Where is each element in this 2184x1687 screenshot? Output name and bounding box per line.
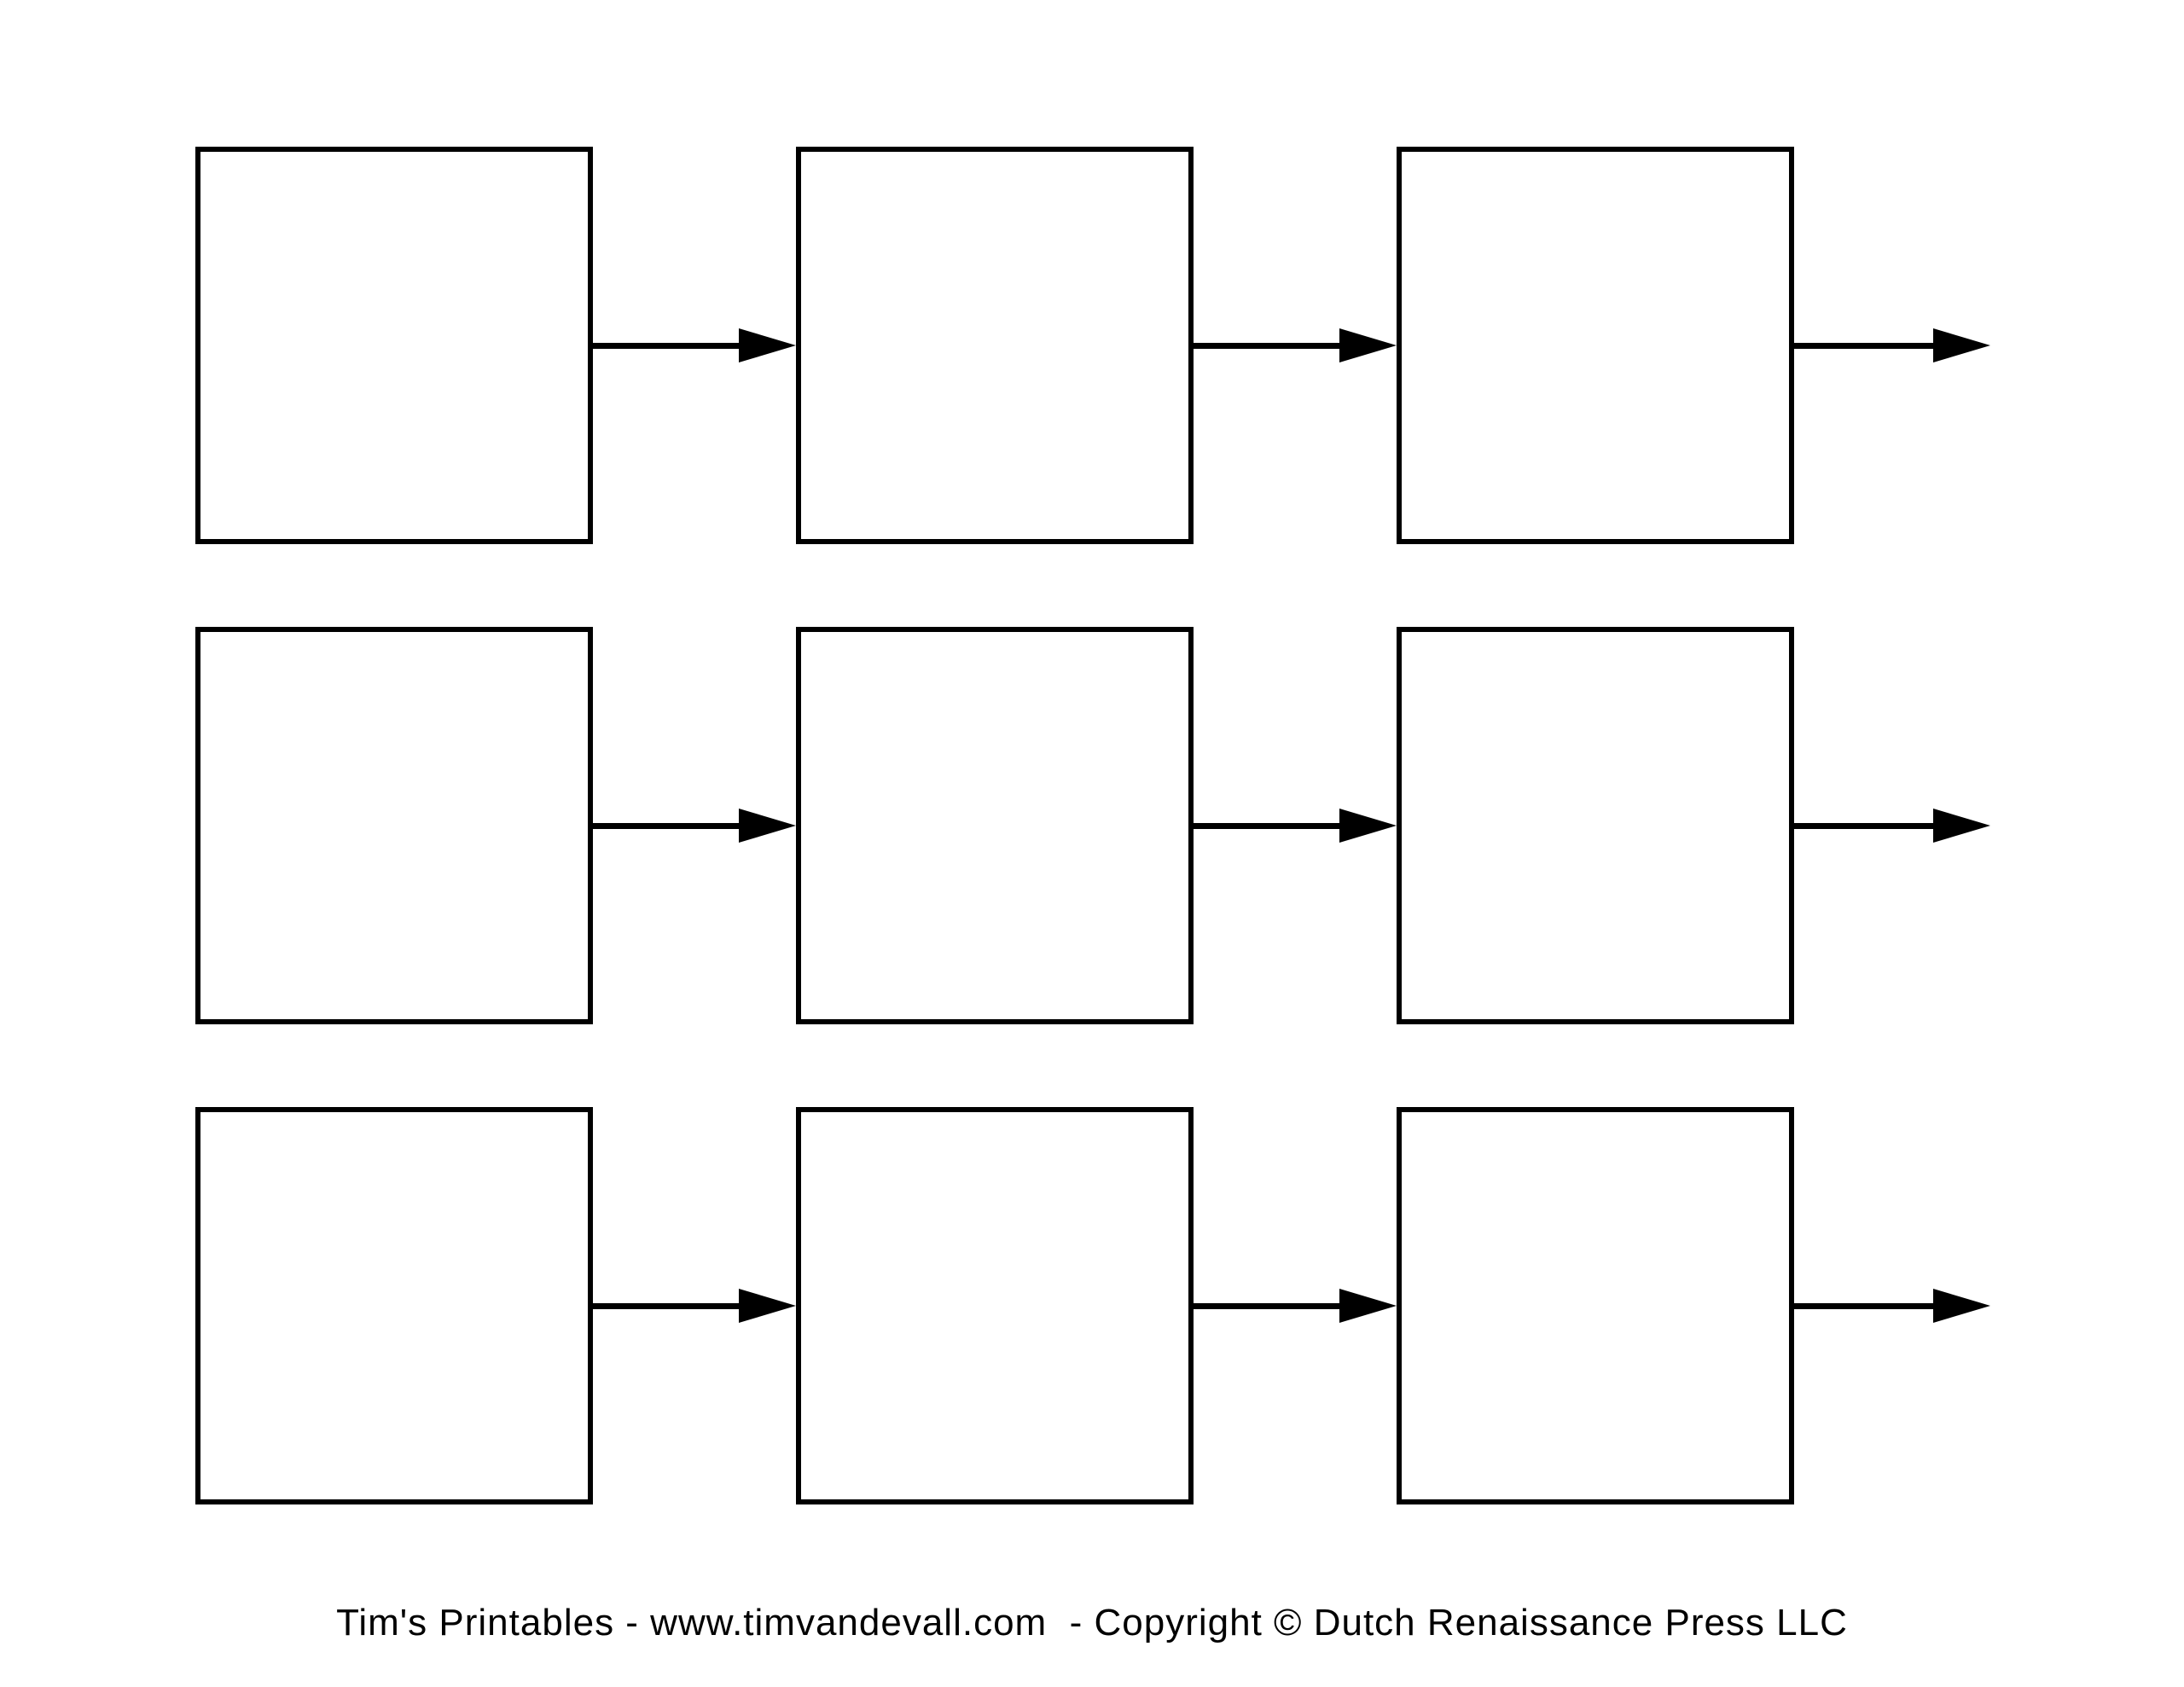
flow-arrow-trailing-icon <box>1794 1289 1990 1323</box>
flow-arrow-icon <box>1194 809 1397 843</box>
arrow-head-icon <box>739 809 796 843</box>
flow-box-r2c1 <box>195 627 593 1024</box>
flow-box-r1c1 <box>195 147 593 544</box>
flow-arrow-trailing-icon <box>1794 809 1990 843</box>
arrow-shaft <box>1794 343 1943 349</box>
arrow-head-icon <box>739 328 796 362</box>
flow-arrow-icon <box>593 328 796 362</box>
arrow-shaft <box>1194 1303 1350 1309</box>
arrow-head-icon <box>1933 809 1990 843</box>
flow-box-r3c1 <box>195 1107 593 1504</box>
flow-arrow-icon <box>1194 1289 1397 1323</box>
arrow-shaft <box>1194 343 1350 349</box>
arrow-head-icon <box>1339 809 1397 843</box>
arrow-shaft <box>593 1303 749 1309</box>
arrow-head-icon <box>1339 1289 1397 1323</box>
flow-box-r1c2 <box>796 147 1194 544</box>
flow-box-r2c3 <box>1397 627 1794 1024</box>
flow-box-r3c3 <box>1397 1107 1794 1504</box>
flow-arrow-icon <box>593 809 796 843</box>
footer-credit: Tim's Printables - www.timvandevall.com … <box>336 1602 1848 1644</box>
flow-box-r1c3 <box>1397 147 1794 544</box>
arrow-head-icon <box>1933 328 1990 362</box>
arrow-shaft <box>593 343 749 349</box>
flow-box-r3c2 <box>796 1107 1194 1504</box>
arrow-shaft <box>1194 823 1350 829</box>
arrow-shaft <box>593 823 749 829</box>
flow-arrow-icon <box>1194 328 1397 362</box>
arrow-shaft <box>1794 1303 1943 1309</box>
flow-arrow-trailing-icon <box>1794 328 1990 362</box>
flow-box-r2c2 <box>796 627 1194 1024</box>
arrow-head-icon <box>1933 1289 1990 1323</box>
arrow-head-icon <box>1339 328 1397 362</box>
arrow-shaft <box>1794 823 1943 829</box>
flow-arrow-icon <box>593 1289 796 1323</box>
arrow-head-icon <box>739 1289 796 1323</box>
